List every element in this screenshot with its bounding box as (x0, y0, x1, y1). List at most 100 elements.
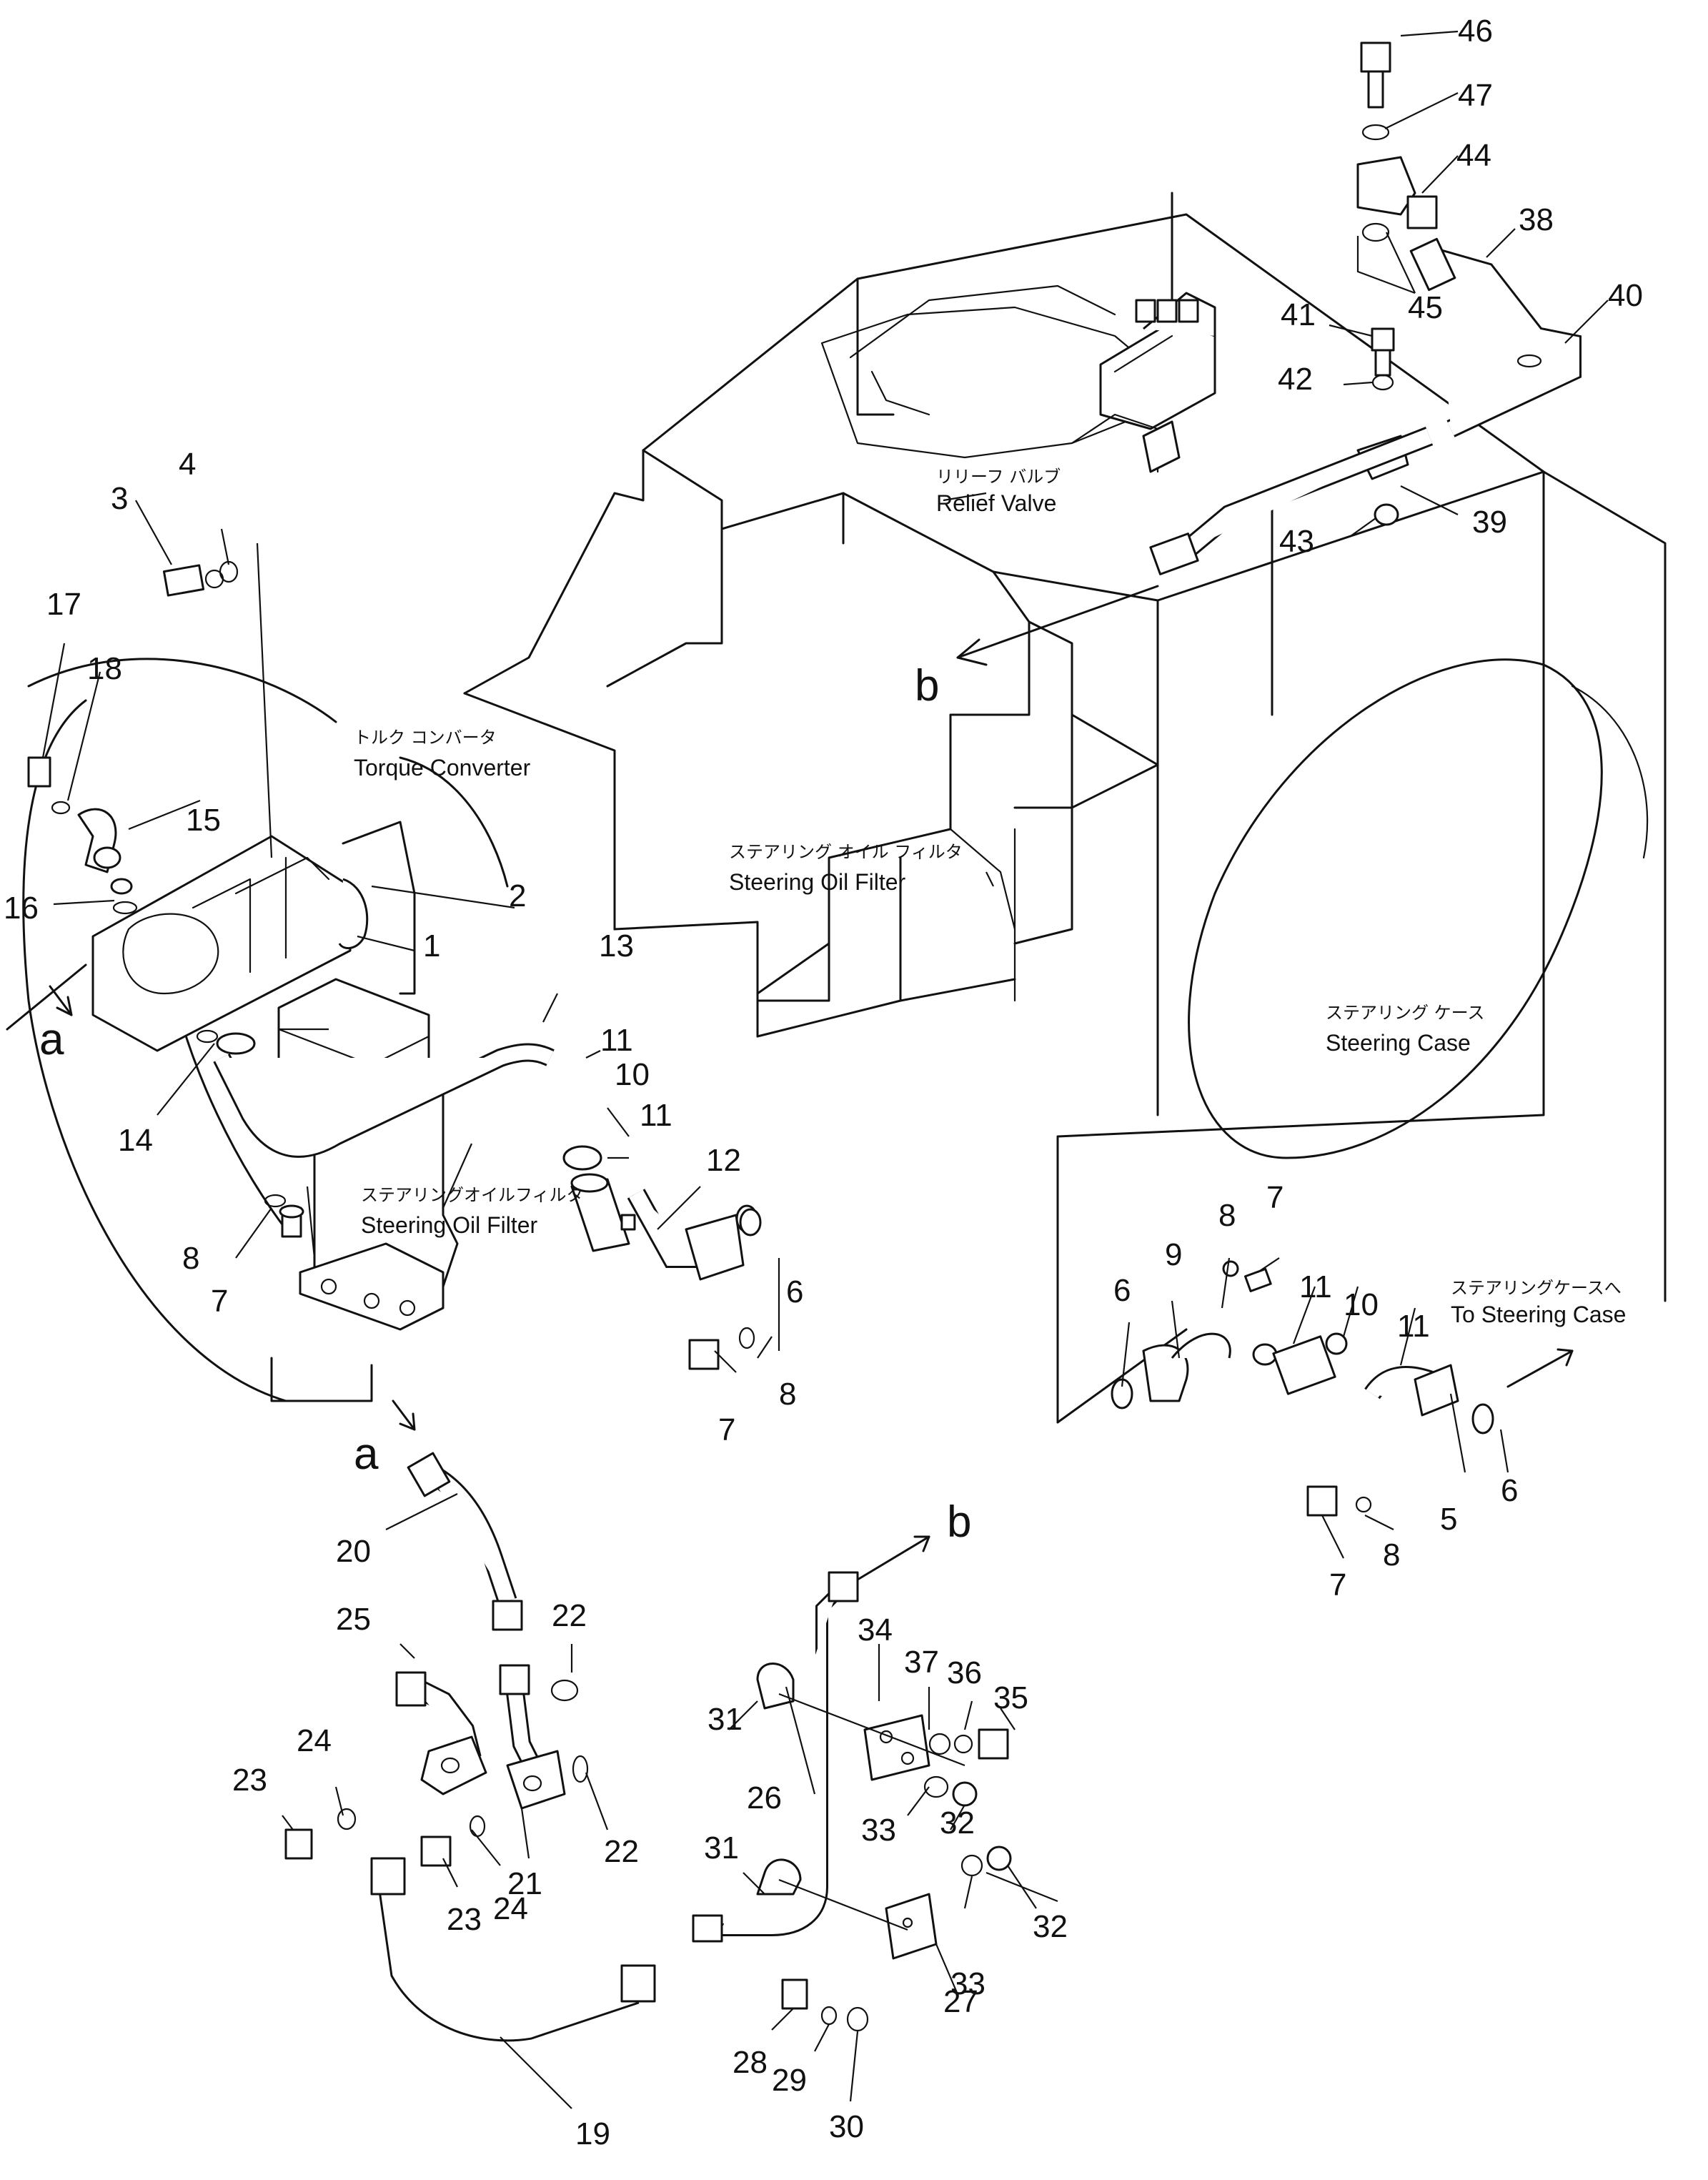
part-32-37-fasteners (781, 1728, 1012, 2032)
callout-number: 14 (118, 1123, 153, 1158)
callout-number: 43 (1279, 524, 1314, 559)
relief-valve-label-jp: リリーフ バルブ (936, 467, 1061, 487)
steering-oil-filter-label-jp: ステアリング オイル フィルタ (729, 842, 963, 862)
callout-number: 11 (600, 1023, 633, 1058)
part-20-hose (407, 1452, 523, 1631)
callout-number: 41 (1281, 297, 1316, 332)
callout-number: 25 (336, 1602, 371, 1637)
torque-converter-label-en: Torque Converter (354, 755, 531, 781)
callout-number: 26 (747, 1780, 782, 1815)
connection-letter: b (915, 661, 939, 710)
callout-number: 31 (707, 1702, 743, 1737)
callout-number: 21 (507, 1866, 542, 1901)
torque-converter-label-jp: トルク コンバータ (354, 728, 497, 748)
callout-number: 46 (1458, 14, 1493, 49)
part-15-18-small-pipe (27, 756, 138, 915)
callout-number: 7 (718, 1412, 735, 1447)
callout-number: 1 (423, 928, 440, 963)
callout-number: 27 (943, 1984, 978, 2019)
callout-number: 4 (179, 447, 196, 482)
connection-letter: a (354, 1430, 379, 1479)
steering-oil-filter-2-label-en: Steering Oil Filter (361, 1212, 538, 1238)
part-26-pipe (692, 1571, 859, 1943)
callout-number: 17 (46, 587, 81, 622)
steering-case-label-en: Steering Case (1326, 1030, 1471, 1056)
to-steering-case-label-jp: ステアリングケースへ (1451, 1278, 1622, 1298)
callout-number: 40 (1608, 278, 1643, 313)
callout-number: 39 (1472, 505, 1507, 540)
callout-number: 32 (1033, 1909, 1068, 1944)
callout-number: 44 (1456, 138, 1491, 173)
callout-number: 19 (575, 2116, 610, 2151)
callout-number: 10 (1344, 1287, 1379, 1322)
parts-22-24-rings-bolts (284, 1679, 589, 1867)
callout-number: 38 (1519, 202, 1554, 237)
callout-number: 34 (858, 1612, 893, 1648)
connection-letter: b (947, 1497, 971, 1547)
part-8-7-bolts-left (264, 1194, 304, 1238)
steering-oil-filter-2-label-jp: ステアリングオイルフィルタ (361, 1185, 584, 1205)
part-19-hose (370, 1857, 656, 2042)
callout-number: 8 (1218, 1198, 1236, 1233)
callout-number: 24 (493, 1891, 528, 1926)
callout-number: 11 (1299, 1269, 1332, 1304)
connection-letters: b a a b (39, 661, 971, 1547)
steering-oil-filter-label-en: Steering Oil Filter (729, 869, 906, 895)
component-labels: リリーフ バルブ Relief Valve トルク コンバータ Torque C… (354, 467, 1626, 1327)
callout-number: 22 (552, 1598, 587, 1633)
part-31-34-clamp-plate (756, 1663, 965, 1960)
relief-valve-label-en: Relief Valve (936, 490, 1056, 516)
parts-5-11-right (1111, 1260, 1494, 1517)
callout-number: 12 (706, 1143, 741, 1178)
part-13-tube (196, 1029, 555, 1158)
transmission-housing (463, 213, 1667, 1424)
callout-number: 45 (1408, 290, 1443, 325)
callout-number: 23 (447, 1902, 482, 1937)
callout-number: 47 (1458, 78, 1493, 113)
part-21-pipe (499, 1664, 566, 1810)
arrow-to-steering-case (1506, 1348, 1574, 1388)
to-steering-case-label-en: To Steering Case (1451, 1302, 1626, 1327)
part-25-pipe (395, 1671, 487, 1795)
arrow-a-left (49, 985, 73, 1016)
callout-number: 22 (604, 1834, 639, 1869)
callout-number: 20 (336, 1534, 371, 1569)
callout-number: 9 (1165, 1237, 1182, 1272)
callout-number: 6 (1501, 1473, 1518, 1508)
relief-valve (1071, 192, 1216, 473)
callout-number: 8 (1383, 1537, 1400, 1572)
callout-number: 30 (829, 2109, 864, 2144)
steering-case-label-jp: ステアリング ケース (1326, 1003, 1484, 1023)
callout-number: 8 (779, 1377, 796, 1412)
callout-number: 7 (211, 1284, 228, 1319)
callout-number: 33 (861, 1813, 896, 1848)
callout-number: 6 (786, 1274, 803, 1309)
callout-number: 3 (111, 481, 128, 516)
callout-number: 23 (232, 1763, 267, 1798)
callout-number: 31 (704, 1830, 739, 1866)
callout-numbers: 1 2 3 4 5 6 6 6 7 7 7 7 8 8 8 8 9 10 10 … (4, 14, 1643, 2151)
arrow-b-lower (856, 1535, 930, 1581)
callout-number: 36 (947, 1655, 982, 1690)
callout-number: 35 (993, 1680, 1028, 1715)
callout-number: 11 (640, 1098, 672, 1133)
callout-number: 37 (904, 1645, 939, 1680)
connection-letter: a (39, 1015, 64, 1064)
callout-number: 2 (509, 878, 526, 913)
callout-number: 42 (1278, 362, 1313, 397)
callout-number: 13 (599, 928, 634, 963)
callout-number: 29 (772, 2063, 807, 2098)
parts-38-47 (1149, 41, 1582, 575)
callout-number: 28 (733, 2045, 768, 2080)
callout-number: 18 (87, 651, 122, 686)
callout-number: 8 (182, 1241, 199, 1276)
callout-number: 7 (1329, 1567, 1346, 1602)
callout-number: 11 (1397, 1309, 1430, 1344)
callout-number: 16 (4, 891, 39, 926)
callout-number: 33 (950, 1966, 985, 2001)
callout-number: 10 (615, 1057, 650, 1092)
callout-number: 5 (1440, 1502, 1457, 1537)
callout-number: 15 (186, 803, 221, 838)
